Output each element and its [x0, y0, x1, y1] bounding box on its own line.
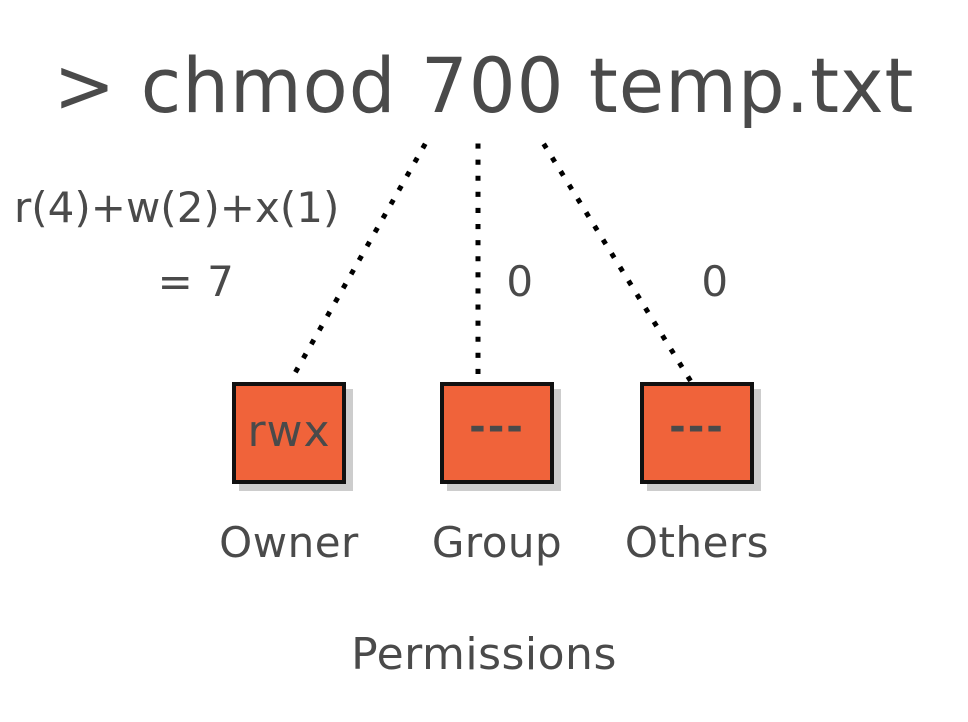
octal-sum-text: = 7: [157, 257, 235, 306]
permission-box-owner: rwx: [232, 382, 346, 484]
column-label-group: Group: [431, 518, 563, 567]
permissions-caption: Permissions: [351, 629, 617, 680]
command-line-text: > chmod 700 temp.txt: [53, 41, 915, 130]
octal-digit-group: 0: [506, 257, 534, 306]
column-label-owner: Owner: [219, 518, 359, 567]
octal-formula-text: r(4)+w(2)+x(1): [14, 183, 340, 232]
octal-digit-others: 0: [701, 257, 729, 306]
permission-box-group: ---: [440, 382, 554, 484]
permission-box-others: ---: [640, 382, 754, 484]
leader-line-others: [541, 142, 694, 384]
column-label-others: Others: [624, 518, 770, 567]
permission-bits-group: ---: [469, 404, 525, 450]
permission-bits-others: ---: [669, 404, 725, 450]
permission-bits-owner: rwx: [247, 406, 331, 457]
